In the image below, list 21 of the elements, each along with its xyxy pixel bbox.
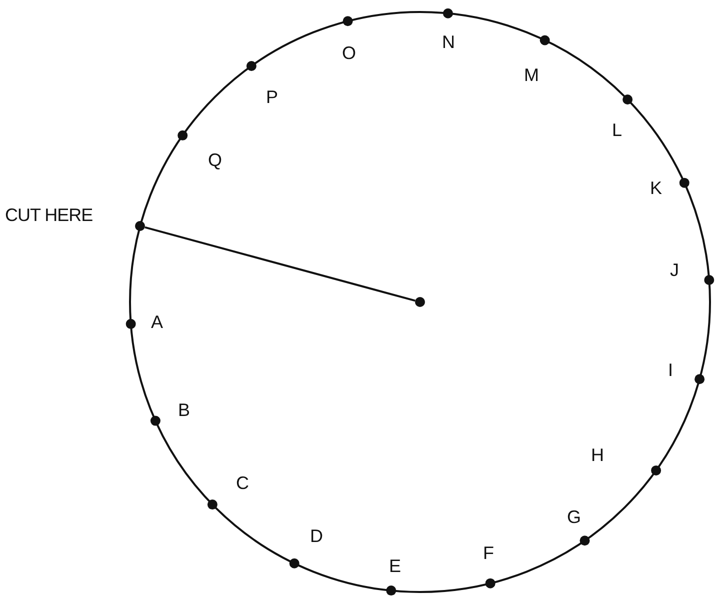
point-letter: J — [670, 260, 679, 280]
point-letter: N — [442, 32, 455, 52]
point-letter: I — [668, 360, 674, 380]
cut-line — [144, 226, 416, 302]
cut-point-dot — [135, 221, 146, 232]
point-letter: Q — [208, 150, 222, 170]
cut-label: CUT HERE — [5, 205, 93, 225]
point-letter: F — [483, 543, 494, 563]
point-letter: P — [266, 87, 278, 107]
point-letter: M — [524, 65, 539, 85]
point-letter: A — [151, 312, 164, 332]
point-letter: D — [310, 526, 323, 546]
point-letter: E — [389, 556, 402, 576]
point-letter: C — [236, 473, 249, 493]
point-letter: G — [567, 507, 582, 527]
point-letter: L — [612, 120, 622, 140]
point-letter: K — [650, 178, 662, 198]
point-letter: B — [178, 400, 190, 420]
center-dot — [415, 297, 425, 307]
point-letter: O — [342, 43, 356, 63]
point-letter: H — [591, 445, 604, 465]
